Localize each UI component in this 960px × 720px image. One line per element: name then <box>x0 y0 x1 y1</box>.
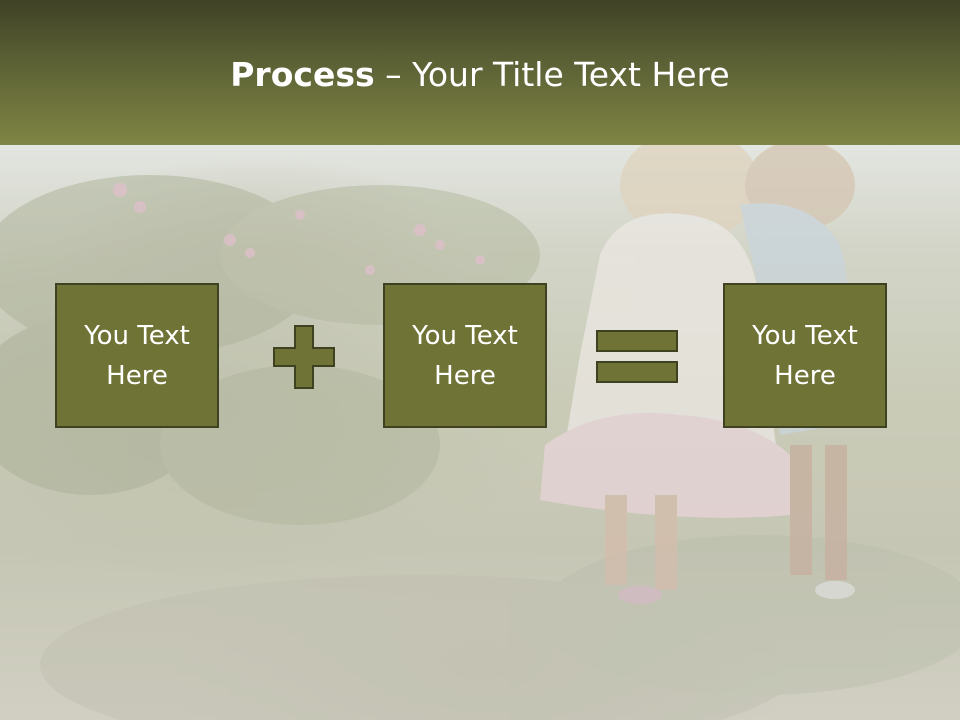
process-box-2[interactable]: You Text Here <box>383 283 547 428</box>
process-box-1[interactable]: You Text Here <box>55 283 219 428</box>
slide-title: Process – Your Title Text Here <box>0 52 960 98</box>
process-box-3[interactable]: You Text Here <box>723 283 887 428</box>
equals-icon <box>596 330 678 383</box>
process-box-1-text: You Text Here <box>84 320 190 391</box>
title-bar: Process – Your Title Text Here <box>0 0 960 145</box>
background-wash <box>0 145 960 720</box>
plus-icon <box>273 325 335 389</box>
title-bold: Process <box>230 55 375 94</box>
process-box-3-text: You Text Here <box>752 320 858 391</box>
process-box-2-text: You Text Here <box>412 320 518 391</box>
title-rest: – Your Title Text Here <box>374 55 730 94</box>
background-photo <box>0 145 960 720</box>
